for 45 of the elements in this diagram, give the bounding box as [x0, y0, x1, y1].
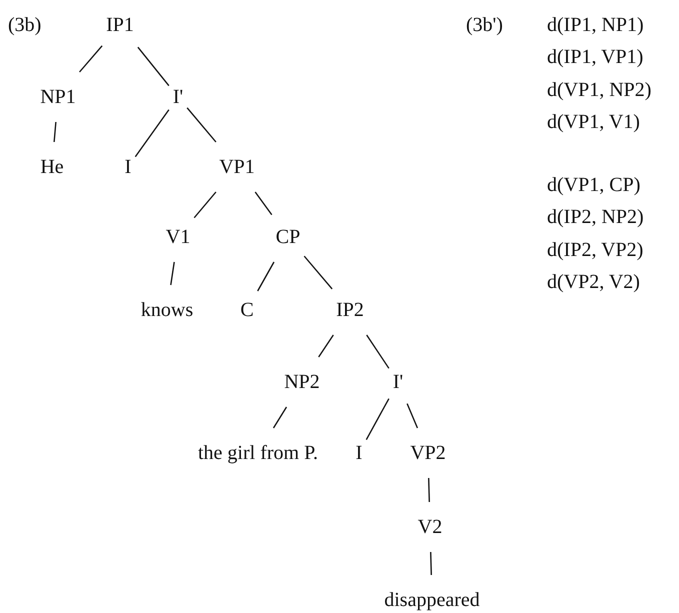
tree-branch: [272, 406, 288, 428]
tree-branch: [430, 552, 432, 576]
example-number: (3b): [8, 14, 42, 36]
tree-node-label: disappeared: [384, 589, 480, 611]
tree-branch: [366, 398, 390, 440]
tree-node-label: I': [172, 86, 184, 108]
tree-branch: [257, 262, 275, 292]
distance-formula: d(IP1, VP1): [547, 46, 644, 68]
tree-branch: [137, 46, 170, 86]
tree-branch: [366, 334, 390, 369]
example-number: (3b'): [466, 14, 503, 36]
tree-branch: [134, 109, 170, 158]
tree-node-label: IP1: [106, 14, 134, 36]
tree-branch: [318, 334, 334, 358]
tree-node-label: VP2: [410, 442, 446, 464]
distance-formula: d(IP2, VP2): [547, 239, 644, 261]
tree-branch: [254, 192, 272, 216]
tree-node-label: NP2: [284, 371, 320, 393]
tree-node-label: IP2: [336, 299, 364, 321]
distance-formula: d(VP1, V1): [547, 111, 640, 133]
tree-node-label: NP1: [40, 86, 76, 108]
tree-node-label: V2: [418, 516, 442, 538]
tree-node-label: CP: [276, 226, 300, 248]
distance-formula: d(IP1, NP1): [547, 14, 644, 36]
tree-node-label: I: [124, 156, 132, 178]
tree-node-label: I: [356, 442, 362, 464]
tree-branch: [170, 262, 175, 286]
distance-formula: d(IP2, NP2): [547, 206, 644, 228]
tree-node-label: V1: [166, 226, 190, 248]
tree-branch: [54, 122, 56, 142]
tree-branch: [79, 45, 103, 72]
tree-node-label: VP1: [219, 156, 255, 178]
tree-branch: [186, 107, 216, 142]
tree-node-label: the girl from P.: [198, 442, 318, 464]
tree-branch: [428, 478, 430, 502]
distance-formula: d(VP2, V2): [547, 271, 640, 293]
distance-formula: d(VP1, CP): [547, 174, 640, 196]
tree-node-label: I': [392, 371, 404, 393]
tree-node-label: C: [240, 299, 254, 321]
tree-branch: [406, 403, 418, 428]
tree-branch: [304, 256, 333, 290]
tree-branch: [194, 192, 216, 218]
tree-node-label: He: [40, 156, 64, 178]
tree-node-label: knows: [140, 299, 194, 321]
distance-formula: d(VP1, NP2): [547, 79, 652, 101]
